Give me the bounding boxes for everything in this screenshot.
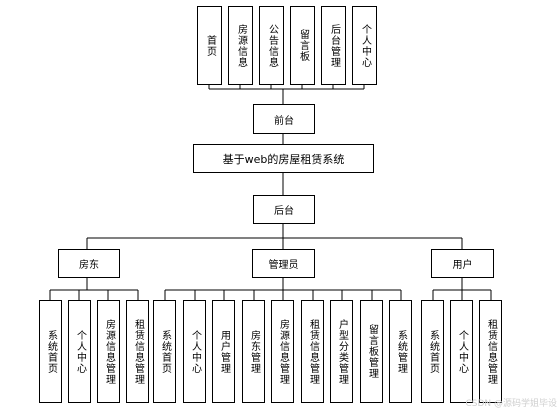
admin-item: 个人中心 bbox=[183, 300, 206, 403]
admin-item: 房东管理 bbox=[242, 300, 265, 403]
role-admin: 管理员 bbox=[252, 249, 315, 278]
admin-item: 系统管理 bbox=[389, 300, 412, 403]
role-user: 用户 bbox=[431, 249, 494, 278]
admin-item: 留言板管理 bbox=[360, 300, 383, 403]
landlord-item: 房源信息管理 bbox=[97, 300, 120, 403]
user-item: 系统首页 bbox=[421, 300, 444, 403]
user-item: 租赁信息管理 bbox=[479, 300, 502, 403]
top-item-listings: 房源信息 bbox=[228, 6, 253, 85]
backend-node: 后台 bbox=[253, 195, 315, 224]
top-item-notices: 公告信息 bbox=[259, 6, 284, 85]
frontend-node: 前台 bbox=[253, 104, 315, 134]
admin-item: 系统首页 bbox=[153, 300, 176, 403]
landlord-item: 系统首页 bbox=[39, 300, 62, 403]
admin-item: 租赁信息管理 bbox=[301, 300, 324, 403]
admin-item: 用户管理 bbox=[212, 300, 235, 403]
user-item: 个人中心 bbox=[450, 300, 473, 403]
role-landlord: 房东 bbox=[58, 249, 120, 278]
top-item-backend-admin: 后台管理 bbox=[321, 6, 346, 85]
top-item-message-board: 留言板 bbox=[290, 6, 315, 85]
top-item-home: 首页 bbox=[197, 6, 222, 85]
admin-item: 户型分类管理 bbox=[330, 300, 353, 403]
top-item-profile: 个人中心 bbox=[352, 6, 377, 85]
watermark: CSDN @源码学姐毕设 bbox=[465, 399, 557, 409]
admin-item: 房源信息管理 bbox=[271, 300, 294, 403]
landlord-item: 个人中心 bbox=[68, 300, 91, 403]
system-title-node: 基于web的房屋租赁系统 bbox=[193, 144, 374, 173]
landlord-item: 租赁信息管理 bbox=[126, 300, 149, 403]
